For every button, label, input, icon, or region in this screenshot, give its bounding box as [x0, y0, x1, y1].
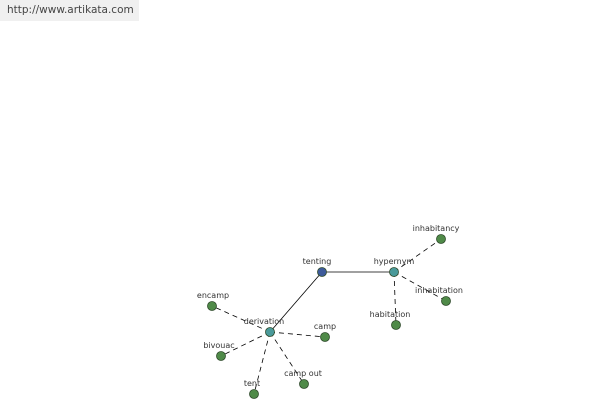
node-habitation[interactable] — [391, 320, 401, 330]
label-bivouac[interactable]: bivouac — [203, 341, 234, 350]
edge-derivation-camp — [269, 331, 326, 338]
node-bivouac[interactable] — [216, 351, 226, 361]
label-inhabitancy[interactable]: inhabitancy — [413, 224, 460, 233]
node-camp[interactable] — [320, 332, 330, 342]
edge-hypernym-inhabitation — [393, 271, 447, 302]
node-inhabitancy[interactable] — [436, 234, 446, 244]
label-camp-out[interactable]: camp out — [284, 369, 322, 378]
edge-derivation-encamp — [211, 305, 271, 333]
label-derivation[interactable]: derivation — [244, 317, 284, 326]
node-encamp[interactable] — [207, 301, 217, 311]
source-link[interactable]: http://www.artikata.com — [0, 0, 139, 21]
node-hypernym[interactable] — [389, 267, 399, 277]
label-camp[interactable]: camp — [314, 322, 336, 331]
node-tent[interactable] — [249, 389, 259, 399]
edge-derivation-tent — [253, 331, 271, 395]
label-hypernym[interactable]: hypernym — [374, 257, 415, 266]
label-inhabitation[interactable]: inhabitation — [415, 286, 463, 295]
label-tent[interactable]: tent — [244, 379, 260, 388]
node-camp-out[interactable] — [299, 379, 309, 389]
graph-edges — [211, 238, 447, 395]
edge-hypernym-inhabitancy — [393, 238, 442, 273]
node-inhabitation[interactable] — [441, 296, 451, 306]
edge-derivation-bivouac — [220, 331, 271, 357]
node-derivation[interactable] — [265, 327, 275, 337]
graph-nodes — [207, 234, 451, 399]
edge-derivation-camp-out — [269, 331, 305, 385]
label-habitation[interactable]: habitation — [370, 310, 411, 319]
label-encamp[interactable]: encamp — [197, 291, 229, 300]
graph-labels: tenting derivation hypernym encamp bivouac te… — [197, 224, 463, 388]
node-center-tenting[interactable] — [317, 267, 327, 277]
edge-tenting-derivation — [269, 271, 323, 333]
label-tenting[interactable]: tenting — [303, 257, 332, 266]
